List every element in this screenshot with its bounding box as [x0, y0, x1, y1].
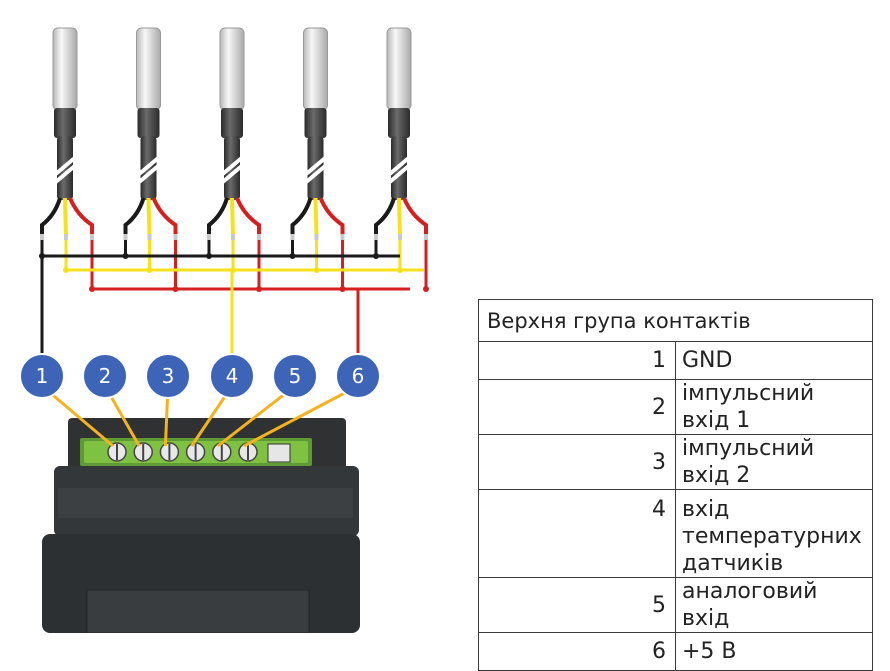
leader-line — [243, 384, 359, 448]
table-row: 4 вхід температурних датчиків — [478, 489, 873, 578]
bus-wires — [40, 254, 424, 370]
temperature-sensors — [39, 27, 429, 292]
temperature-sensor — [122, 27, 179, 292]
table-row: 2 імпульсний вхід 1 — [478, 379, 873, 435]
terminal-screw — [159, 442, 180, 462]
pin-number: 2 — [478, 379, 676, 435]
table-row: 3 імпульсний вхід 2 — [478, 434, 873, 490]
pin-badge-label: 5 — [289, 364, 302, 388]
pin-number: 5 — [478, 577, 676, 633]
terminal-screw — [212, 442, 232, 462]
pin-badge: 2 — [82, 353, 128, 399]
pin-function: +5 В — [675, 632, 873, 671]
pin-number: 4 — [478, 489, 676, 578]
pin-function: імпульсний вхід 2 — [675, 434, 873, 490]
pin-number: 1 — [478, 341, 676, 380]
pin-badge-label: 2 — [99, 364, 112, 388]
pin-badge: 4 — [209, 353, 255, 399]
temperature-sensor — [206, 27, 262, 292]
pin-badges: 1 2 3 4 5 6 — [19, 353, 381, 399]
pin-badge: 3 — [145, 353, 191, 399]
table-row: 1 GND — [478, 341, 873, 380]
pin-function: GND — [675, 341, 873, 380]
pin-function: вхід температурних датчиків — [675, 489, 873, 578]
pin-badge: 6 — [335, 353, 381, 399]
pin-badge-label: 6 — [352, 364, 365, 388]
terminal-screw — [133, 442, 153, 462]
pin-badge-label: 4 — [226, 364, 239, 388]
table-row: 5 аналоговий вхід — [478, 577, 873, 633]
pin-function: імпульсний вхід 1 — [675, 379, 873, 435]
terminal-screw — [238, 442, 258, 462]
table-row: 6 +5 В — [478, 632, 873, 671]
pin-table-title: Верхня група контактів — [478, 299, 873, 342]
pin-table: Верхня група контактів 1 GND 2 імпульсни… — [478, 299, 873, 671]
terminal-block — [107, 442, 258, 462]
pin-number: 6 — [478, 632, 676, 671]
terminal-screw — [185, 442, 206, 462]
pin-badge: 5 — [272, 353, 318, 399]
temperature-sensor — [289, 27, 346, 292]
pin-badge-label: 1 — [36, 364, 49, 388]
wiring-diagram: 1 2 3 4 5 6 — [19, 27, 429, 633]
terminal-slot — [267, 443, 291, 463]
terminal-screw — [107, 442, 127, 462]
pin-table-header-row: Верхня група контактів — [478, 299, 873, 342]
pin-number: 3 — [478, 434, 676, 490]
temperature-sensor — [373, 27, 429, 292]
controller-device — [42, 418, 360, 633]
pin-badge-label: 3 — [162, 364, 175, 388]
leader-line — [216, 384, 296, 448]
pin-badge: 1 — [19, 353, 65, 399]
leader-line — [41, 384, 114, 448]
temperature-sensor — [39, 27, 95, 292]
pin-function: аналоговий вхід — [675, 577, 873, 633]
